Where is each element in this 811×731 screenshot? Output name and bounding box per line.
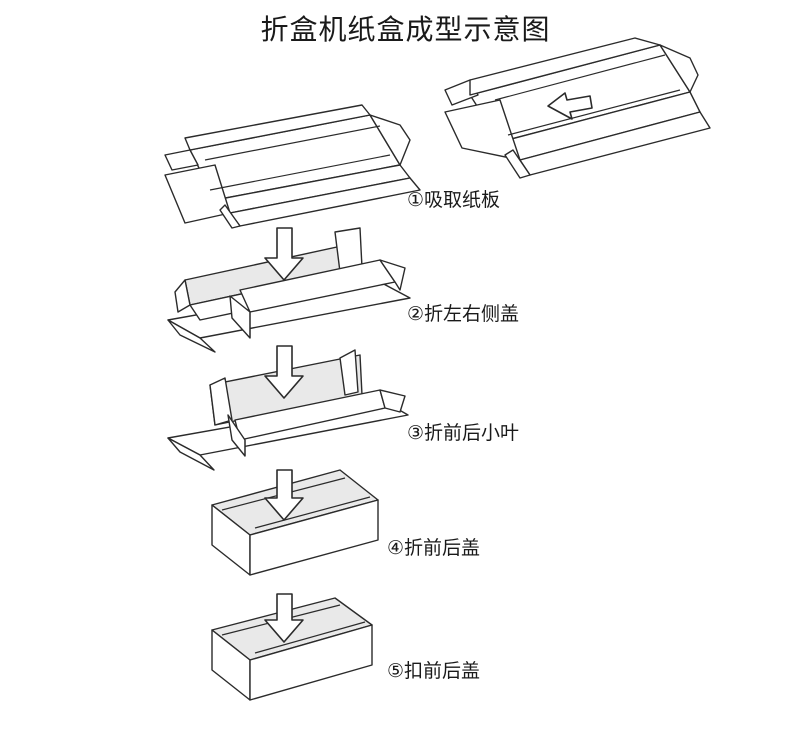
step1-label: ①吸取纸板	[407, 189, 501, 211]
step5-label: ⑤扣前后盖	[387, 660, 481, 682]
step3-label: ③折前后小叶	[407, 422, 520, 444]
step5-press-arrow	[264, 593, 304, 643]
step2-side-flaps	[167, 227, 411, 353]
feed-cardboard-blank	[444, 37, 711, 179]
step2-label: ②折左右侧盖	[407, 303, 520, 325]
step1-flat-blank	[164, 104, 421, 229]
step3-press-arrow	[264, 345, 304, 399]
feed-direction-arrow	[547, 92, 593, 120]
step4-open-box	[211, 469, 379, 576]
step4-label: ④折前后盖	[387, 537, 481, 559]
page-title: 折盒机纸盒成型示意图	[260, 13, 551, 46]
step4-press-arrow	[264, 469, 304, 521]
step2-press-arrow	[264, 227, 304, 281]
